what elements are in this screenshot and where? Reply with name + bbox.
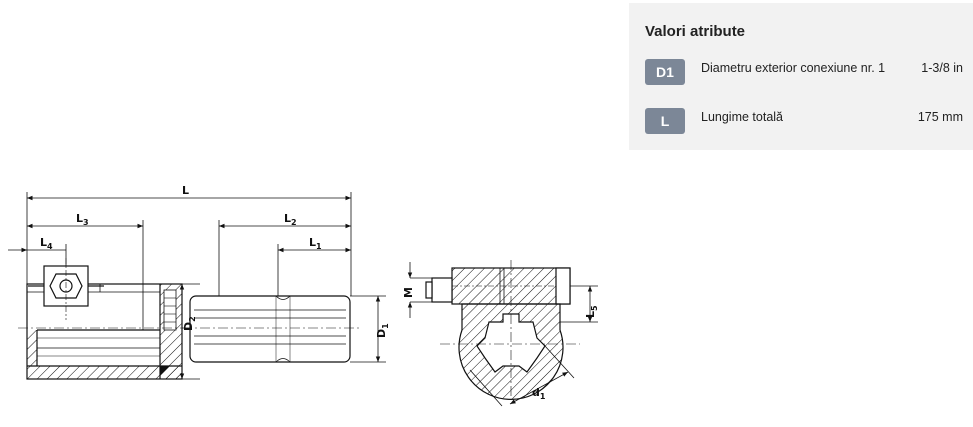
clamp-bolt [28,258,104,320]
technical-drawing: L L3 L2 L1 L4 D2 D1 [8,184,599,407]
label-D2: D2 [182,316,197,331]
panel-title: Valori atribute [645,23,746,40]
attribute-badge: D1 [645,59,685,85]
attribute-row-d1: D1 Diametru exterior conexiune nr. 1 1-3… [645,59,963,85]
dim-line-d1 [509,371,569,405]
label-L3: L3 [76,212,89,227]
attribute-value: 1-3/8 in [921,61,963,75]
label-L: L [182,184,189,197]
label-d1: d1 [532,386,546,401]
label-M: M [402,287,415,298]
attributes-panel: Valori atribute D1 Diametru exterior con… [629,3,973,150]
label-D1: D1 [375,323,390,338]
attribute-value: 175 mm [917,110,963,124]
label-L5: L5 [584,305,599,318]
attribute-name: Lungime totală [701,110,784,124]
attribute-badge: L [645,108,685,134]
label-L1: L1 [309,236,322,251]
attribute-name: Diametru exterior conexiune nr. 1 [701,61,886,75]
label-L4: L4 [40,236,53,251]
hub-body [18,283,200,380]
splined-shaft [182,295,360,363]
attribute-row-l: L Lungime totală 175 mm [645,108,963,134]
label-L2: L2 [284,212,297,227]
